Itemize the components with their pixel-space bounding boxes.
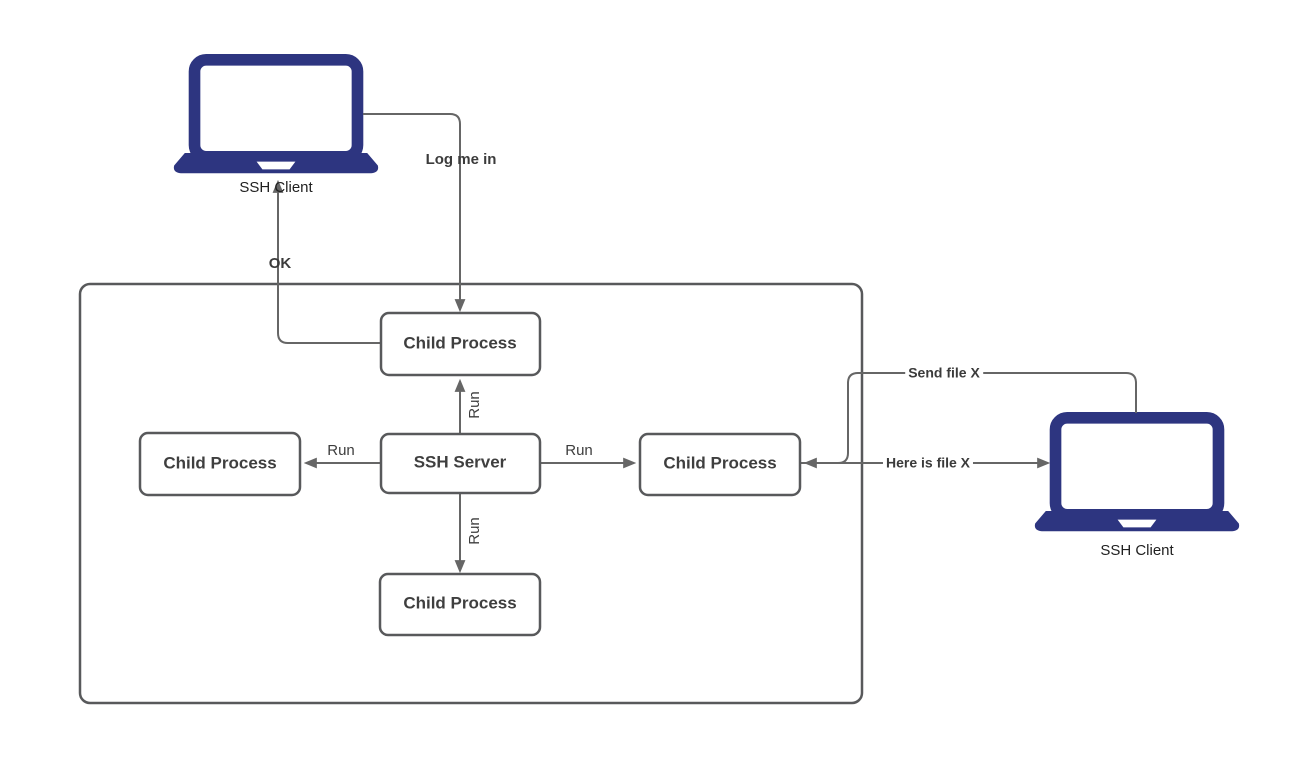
laptop-icon-left [174, 60, 378, 173]
edge-label-run-bottom: Run [465, 515, 484, 547]
node-child-process-bottom [378, 572, 542, 637]
edge-label-send-file-x: Send file X [905, 364, 983, 382]
node-label-child-process-left: Child Process [163, 453, 277, 473]
edge-label-run-right: Run [565, 441, 593, 459]
edge-label-run-top: Run [465, 389, 484, 421]
edge-label-log-me-in: Log me in [425, 150, 497, 168]
node-label-child-process-right: Child Process [663, 453, 777, 473]
node-label-ssh-server: SSH Server [413, 452, 507, 472]
laptop-icon-right [1035, 418, 1239, 531]
node-child-process-top [379, 311, 542, 377]
node-child-process-right [638, 432, 802, 497]
node-label-child-process-bottom: Child Process [403, 593, 517, 613]
node-ssh-server [379, 432, 542, 495]
node-label-ssh-client-left: SSH Client [239, 178, 313, 196]
node-label-ssh-client-right: SSH Client [1100, 541, 1174, 559]
node-child-process-left [138, 431, 302, 497]
node-label-child-process-top: Child Process [403, 333, 517, 353]
edge-label-ok: OK [268, 254, 292, 272]
edge-ok-line [272, 179, 380, 344]
edge-send-file-line [803, 372, 1137, 469]
edge-log-me-in-line [363, 113, 466, 313]
edge-label-here-is-file-x: Here is file X [882, 454, 974, 472]
edge-label-run-left: Run [327, 441, 355, 459]
